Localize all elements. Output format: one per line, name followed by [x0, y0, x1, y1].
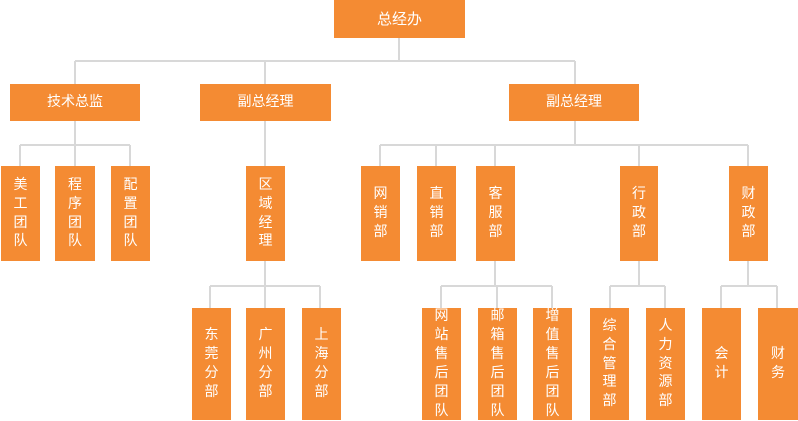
- website-after-sales-node: 网站售后团队: [422, 308, 461, 420]
- vp-left-label: 副总经理: [237, 94, 294, 111]
- regional-manager-node: 区域经理: [246, 166, 285, 261]
- customer-service-label: 客服部: [488, 186, 503, 240]
- general-management-label: 综合管理部: [602, 317, 617, 410]
- root-node: 总经办: [334, 0, 465, 38]
- regional-manager-label: 区域经理: [258, 176, 273, 250]
- finance-node: 财务: [758, 308, 798, 420]
- direct-sales-node: 直销部: [417, 166, 456, 261]
- vp-right-node: 副总经理: [509, 84, 639, 121]
- shanghai-branch-label: 上海分部: [314, 327, 329, 400]
- admin-dept-node: 行政部: [620, 166, 658, 261]
- shanghai-branch-node: 上海分部: [302, 308, 341, 420]
- dongguan-branch-node: 东莞分部: [192, 308, 231, 420]
- connector-admin: [609, 261, 666, 308]
- admin-dept-label: 行政部: [632, 186, 646, 240]
- guangzhou-branch-node: 广州分部: [246, 308, 285, 420]
- general-management-node: 综合管理部: [590, 308, 629, 420]
- finance-dept-label: 财政部: [741, 186, 756, 240]
- connector-finance: [720, 261, 778, 308]
- design-team-label: 美工团队: [13, 176, 28, 250]
- config-team-label: 配置团队: [123, 176, 138, 250]
- guangzhou-branch-label: 广州分部: [258, 327, 273, 400]
- program-team-label: 程序团队: [68, 176, 82, 250]
- config-team-node: 配置团队: [111, 166, 150, 261]
- email-after-sales-label: 邮箱售后团队: [490, 308, 505, 419]
- tech-director-label: 技术总监: [47, 94, 103, 111]
- value-added-after-sales-node: 增值售后团队: [533, 308, 572, 420]
- connector-root: [74, 38, 576, 84]
- tech-director-node: 技术总监: [10, 84, 140, 121]
- vp-right-label: 副总经理: [546, 94, 602, 111]
- value-added-after-sales-label: 增值售后团队: [545, 308, 560, 419]
- accounting-label: 会计: [714, 346, 729, 381]
- direct-sales-label: 直销部: [429, 186, 444, 240]
- network-sales-label: 网销部: [373, 186, 388, 240]
- hr-dept-node: 人力资源部: [646, 308, 685, 420]
- design-team-node: 美工团队: [1, 166, 40, 261]
- customer-service-node: 客服部: [476, 166, 515, 261]
- accounting-node: 会计: [702, 308, 741, 420]
- network-sales-node: 网销部: [361, 166, 400, 261]
- connector-regional-manager: [209, 261, 321, 308]
- hr-dept-label: 人力资源部: [658, 317, 673, 410]
- vp-left-node: 副总经理: [200, 84, 331, 121]
- connector-customer-service: [440, 261, 553, 308]
- connector-tech-director: [19, 121, 131, 166]
- website-after-sales-label: 网站售后团队: [434, 308, 449, 419]
- connector-vp-right: [379, 121, 749, 166]
- finance-label: 财务: [771, 346, 785, 381]
- root-label: 总经办: [376, 9, 422, 28]
- program-team-node: 程序团队: [55, 166, 95, 261]
- email-after-sales-node: 邮箱售后团队: [478, 308, 517, 420]
- dongguan-branch-label: 东莞分部: [204, 327, 219, 400]
- finance-dept-node: 财政部: [729, 166, 768, 261]
